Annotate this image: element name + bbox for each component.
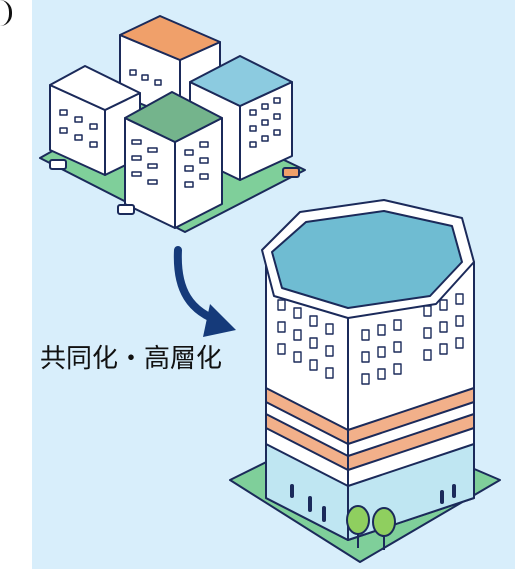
left-building-roof — [49, 65, 141, 111]
caption-consolidation-high-rise: 共同化・高層化 — [40, 344, 223, 374]
blue-building-roof — [189, 55, 293, 107]
green-building-roof — [124, 91, 223, 143]
car-left — [49, 159, 67, 170]
orange-building-roof — [119, 15, 221, 61]
corner-bracket-mark — [0, 0, 12, 26]
curved-down-right-arrow-icon — [173, 246, 236, 337]
people-figures — [290, 484, 456, 522]
tree-icons — [346, 505, 396, 550]
car-bottom — [117, 204, 135, 215]
tower-roof — [271, 210, 463, 309]
cluster-of-small-buildings-icon — [39, 15, 306, 233]
tower-bands — [265, 387, 475, 471]
octagonal-high-rise-tower-icon — [229, 199, 501, 563]
tower-windows-right — [361, 293, 464, 385]
cluster-windows — [59, 69, 281, 188]
car-right — [282, 167, 300, 178]
tower-windows-left — [277, 299, 334, 379]
